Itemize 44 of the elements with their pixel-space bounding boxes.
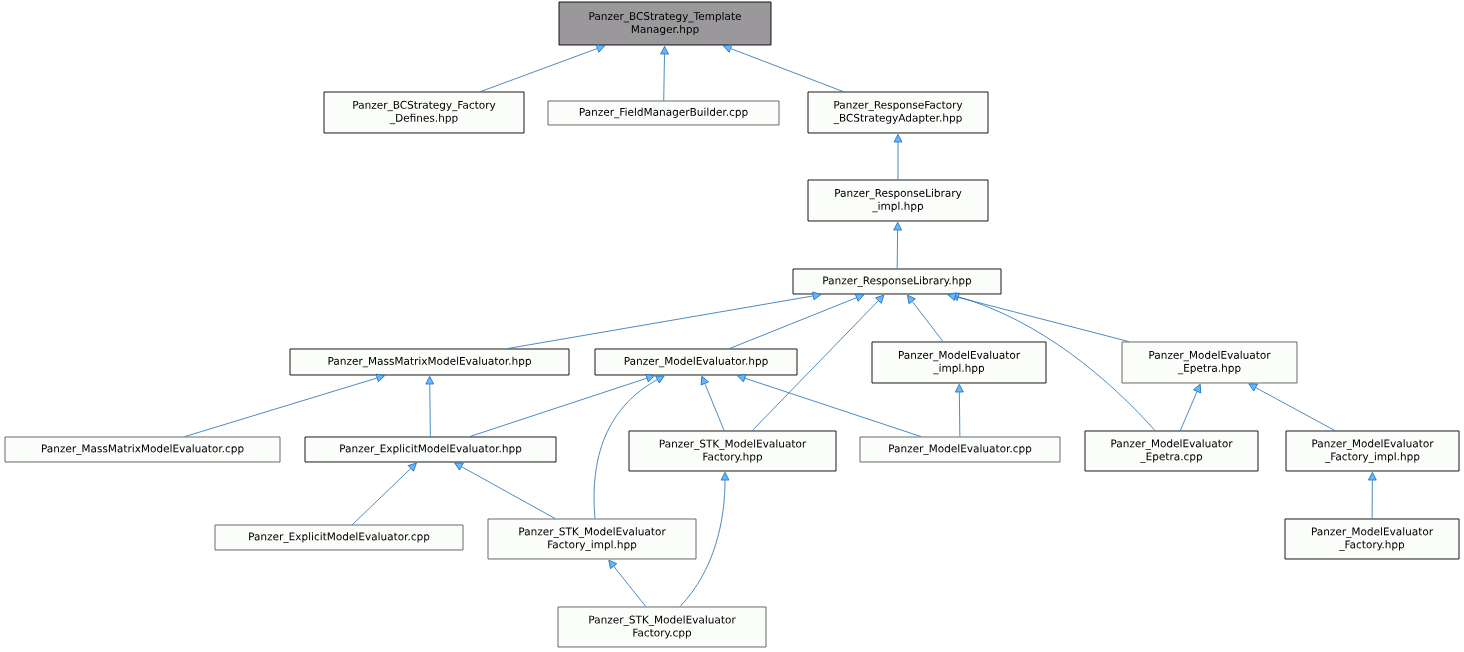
arrow bbox=[469, 374, 655, 437]
arrow bbox=[608, 559, 647, 607]
file-box: Panzer_ModelEvaluator _Epetra.hpp bbox=[1121, 341, 1298, 384]
file-box: Panzer_ResponseFactory _BCStrategyAdapter.hpp bbox=[807, 91, 989, 134]
arrow bbox=[729, 293, 865, 349]
file-box: Panzer_ExplicitModelEvaluator.cpp bbox=[214, 524, 464, 551]
file-box: Panzer_ModelEvaluator.hpp bbox=[594, 348, 798, 376]
arrow bbox=[1368, 471, 1377, 519]
arrow bbox=[700, 375, 725, 431]
file-box: Panzer_ExplicitModelEvaluator.hpp bbox=[304, 436, 557, 463]
arrow bbox=[1248, 383, 1336, 431]
arrow bbox=[425, 375, 435, 437]
file-box: Panzer_STK_ModelEvaluator Factory.cpp bbox=[557, 606, 767, 648]
file-box: Panzer_ModelEvaluator _impl.hpp bbox=[871, 341, 1047, 384]
arrow bbox=[737, 374, 922, 437]
file-box: Panzer_FieldManagerBuilder.cpp bbox=[547, 100, 780, 126]
file-box: Panzer_STK_ModelEvaluator Factory.hpp bbox=[628, 430, 837, 472]
file-box: Panzer_ModelEvaluator _Factory.hpp bbox=[1284, 518, 1460, 560]
file-box: Panzer_ModelEvaluator.cpp bbox=[859, 436, 1061, 463]
arrow bbox=[679, 471, 730, 607]
file-box: Panzer_MassMatrixModelEvaluator.hpp bbox=[289, 348, 570, 376]
arrow bbox=[1179, 383, 1202, 431]
arrow bbox=[893, 221, 902, 269]
file-box: Panzer_ModelEvaluator _Factory_impl.hpp bbox=[1285, 430, 1460, 472]
arrow bbox=[507, 291, 822, 349]
file-box: Panzer_ResponseLibrary _impl.hpp bbox=[807, 179, 989, 222]
arrow bbox=[454, 462, 556, 519]
arrow bbox=[751, 294, 885, 431]
arrow bbox=[184, 373, 385, 437]
file-box: Panzer_BCStrategy_Template Manager.hpp bbox=[558, 1, 772, 46]
arrow bbox=[352, 462, 417, 525]
file-box: Panzer_BCStrategy_Factory _Defines.hpp bbox=[323, 91, 525, 134]
arrow bbox=[722, 44, 844, 92]
file-box: Panzer_STK_ModelEvaluator Factory_impl.hpp bbox=[487, 518, 697, 560]
file-box: Panzer_ResponseLibrary.hpp bbox=[792, 268, 1002, 295]
arrow bbox=[955, 383, 964, 437]
arrow bbox=[907, 294, 944, 342]
arrow bbox=[593, 375, 665, 519]
file-box: Panzer_MassMatrixModelEvaluator.cpp bbox=[4, 436, 281, 463]
arrow bbox=[893, 133, 903, 180]
arrow bbox=[947, 292, 1130, 342]
arrow bbox=[480, 44, 606, 92]
arrow bbox=[660, 45, 669, 101]
file-box: Panzer_ModelEvaluator _Epetra.cpp bbox=[1084, 430, 1259, 472]
